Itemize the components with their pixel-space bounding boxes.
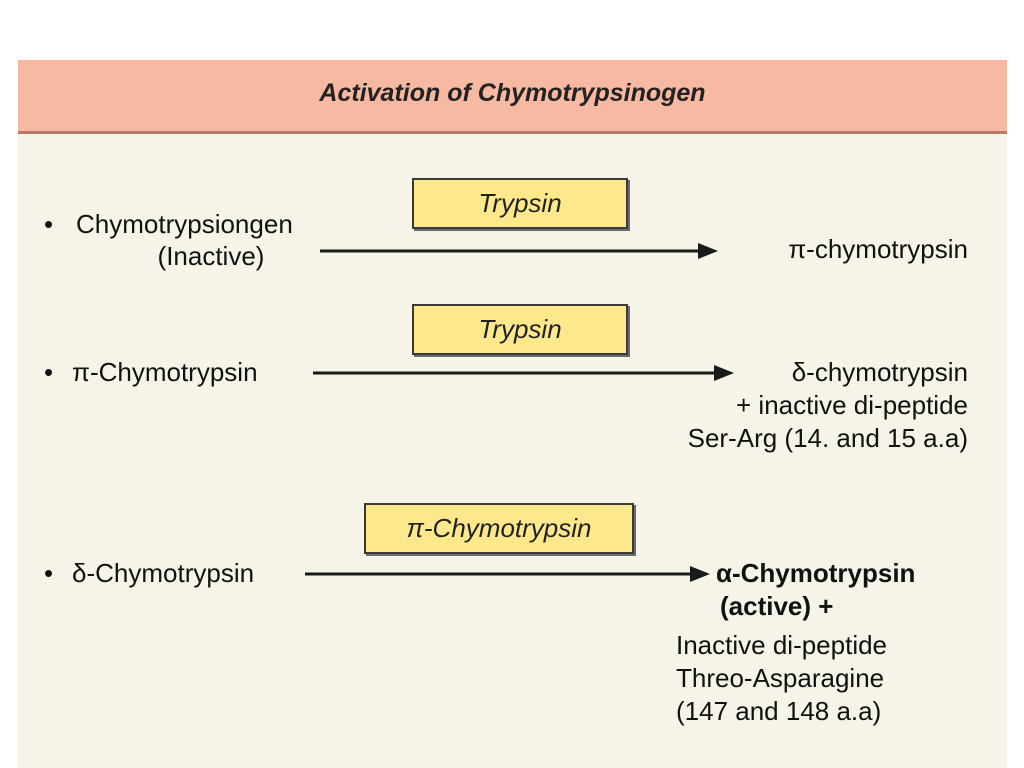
step-3-substrate-line-1: δ-Chymotrypsin: [72, 558, 255, 588]
step-3-enzyme-box: π-Chymotrypsin: [364, 503, 634, 554]
step-3-enzyme-label: π-Chymotrypsin: [406, 513, 592, 543]
step-2-bullet: •: [44, 357, 54, 387]
step-1-arrow: [320, 243, 718, 259]
step-1-bullet: •: [44, 209, 54, 239]
step-2-product-line-2: + inactive di-peptide: [736, 390, 968, 420]
step-3-product-line-3: Inactive di-peptide: [676, 630, 888, 660]
step-1-product-line-1: π-chymotrypsin: [788, 234, 968, 264]
step-3-product-line-4: Threo-Asparagine: [676, 663, 885, 693]
step-2-product-line-1: δ-chymotrypsin: [791, 357, 968, 387]
step-2-product-line-3: Ser-Arg (14. and 15 a.a): [687, 423, 968, 453]
step-2-substrate-line-1: π-Chymotrypsin: [72, 357, 258, 387]
step-1-enzyme-box: Trypsin: [412, 178, 628, 229]
diagram-title: Activation of Chymotrypsinogen: [319, 79, 706, 107]
step-2-enzyme-label: Trypsin: [478, 314, 562, 344]
step-2-arrow: [313, 365, 734, 381]
step-3-product-line-1: α-Chymotrypsin: [716, 558, 916, 588]
step-1-substrate-line-1: Chymotrypsiongen: [76, 209, 293, 239]
step-3-product-line-5: (147 and 148 a.a): [676, 696, 882, 726]
step-2-enzyme-box: Trypsin: [412, 304, 628, 355]
step-3-bullet: •: [44, 558, 54, 588]
step-3-product-line-2: (active) +: [720, 591, 834, 621]
step-1-enzyme-label: Trypsin: [478, 188, 562, 218]
title-bar: Activation of Chymotrypsinogen: [18, 60, 1007, 134]
step-3-arrow: [305, 566, 710, 582]
step-1-substrate-line-2: (Inactive): [157, 241, 265, 271]
